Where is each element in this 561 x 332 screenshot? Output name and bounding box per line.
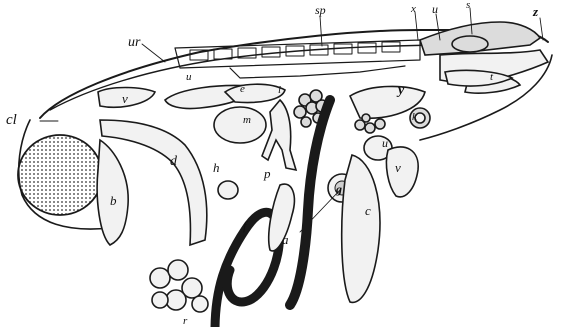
label-e: e [240, 83, 245, 95]
testis-e [225, 84, 285, 102]
label-v-left: v [122, 91, 128, 106]
label-g: g [335, 182, 342, 196]
label-v-right: v [395, 160, 401, 175]
lobe-v-right [386, 147, 418, 197]
label-ur: ur [128, 35, 141, 50]
label-m: m [243, 114, 251, 126]
label-i: i [278, 84, 281, 96]
branching-vessel [262, 100, 296, 170]
spleen-m [214, 107, 266, 143]
label-z: z [532, 4, 539, 19]
label-b: b [110, 193, 117, 208]
organ-h [218, 181, 238, 199]
label-c: c [365, 203, 371, 218]
label-u-right: u [382, 136, 388, 150]
label-u-gut: u [186, 71, 192, 83]
label-sp: sp [315, 3, 326, 17]
label-cl: cl [6, 112, 17, 128]
label-s: s [466, 0, 470, 11]
label-y: y [396, 83, 405, 98]
coils-r [150, 260, 208, 312]
label-a: a [282, 232, 289, 247]
label-r: r [183, 315, 188, 327]
label-x: x [410, 3, 416, 15]
label-h: h [213, 160, 220, 175]
label-u-top: u [432, 2, 438, 16]
organ-c [342, 155, 380, 302]
label-p: p [263, 166, 271, 181]
label-d: d [170, 154, 178, 169]
